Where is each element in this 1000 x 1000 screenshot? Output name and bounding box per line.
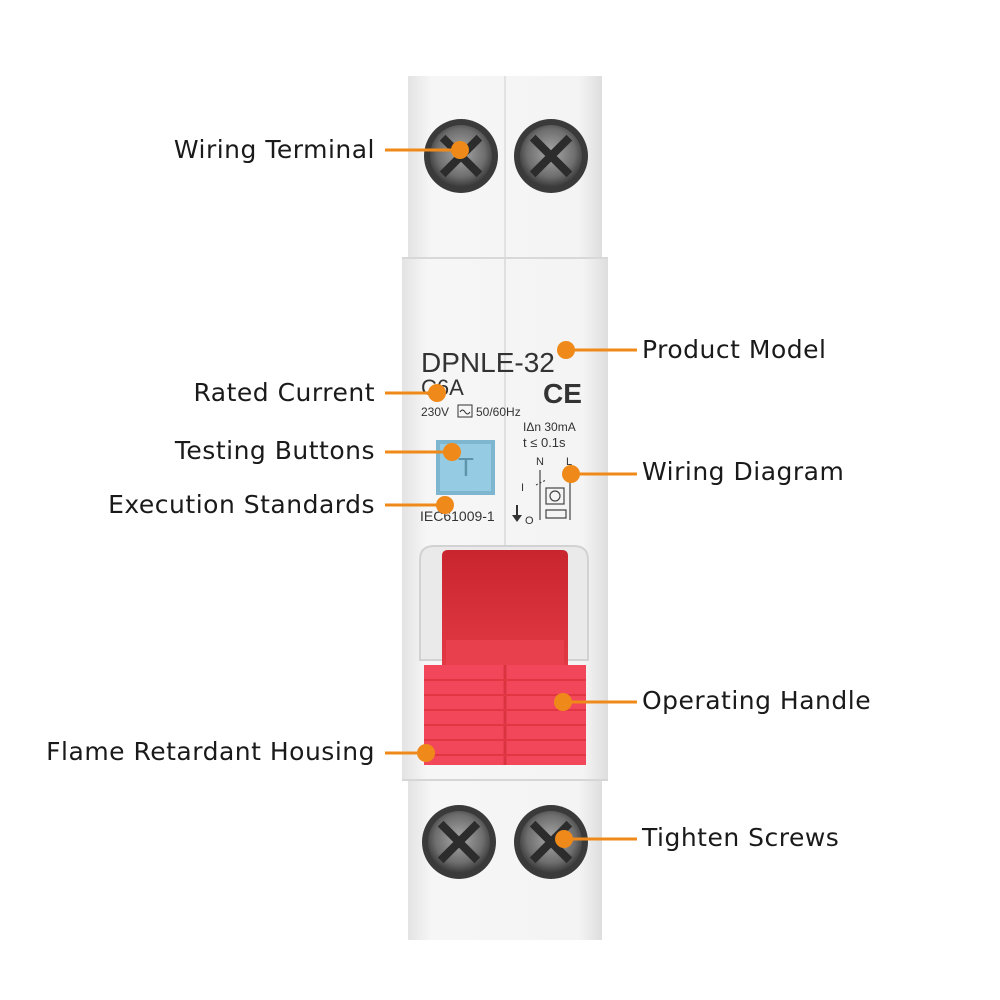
callout-dot: [436, 496, 454, 514]
callout-leaders: [385, 141, 637, 848]
label-tighten-screws: Tighten Screws: [642, 823, 840, 852]
callout-dot: [557, 341, 575, 359]
callout-dot: [428, 384, 446, 402]
callout-dot: [443, 443, 461, 461]
callout-dot: [417, 744, 435, 762]
label-rated-current: Rated Current: [193, 378, 375, 407]
callout-dot: [562, 465, 580, 483]
position-i-text: I: [521, 482, 524, 494]
ce-mark: CE: [543, 378, 582, 409]
callout-dot: [554, 693, 572, 711]
label-execution-standards: Execution Standards: [108, 490, 375, 519]
test-button-letter: T: [458, 452, 474, 482]
screw-icon: [514, 119, 588, 193]
polarity-l-text: L: [566, 456, 572, 468]
label-product-model: Product Model: [642, 335, 827, 364]
label-wiring-terminal: Wiring Terminal: [173, 135, 375, 164]
residual-current-text: IΔn 30mA: [523, 420, 576, 434]
screw-icon: [422, 805, 496, 879]
operating-handle[interactable]: [424, 550, 586, 765]
label-testing-buttons: Testing Buttons: [174, 436, 375, 465]
polarity-n-text: N: [536, 456, 544, 468]
screw-icon: [514, 805, 588, 879]
voltage-text: 230V: [421, 405, 449, 419]
label-operating-handle: Operating Handle: [642, 686, 872, 715]
callout-dot: [451, 141, 469, 159]
label-flame-retardant-housing: Flame Retardant Housing: [46, 737, 375, 766]
model-text: DPNLE-32: [421, 347, 555, 378]
callout-dot: [555, 830, 573, 848]
frequency-text: 50/60Hz: [476, 405, 521, 419]
ac-symbol-icon: [457, 404, 473, 418]
position-o-text: O: [525, 515, 534, 527]
down-arrow-icon: [512, 505, 522, 522]
trip-time-text: t ≤ 0.1s: [523, 435, 566, 450]
standard-text: IEC61009-1: [420, 508, 495, 524]
label-wiring-diagram: Wiring Diagram: [642, 457, 845, 486]
